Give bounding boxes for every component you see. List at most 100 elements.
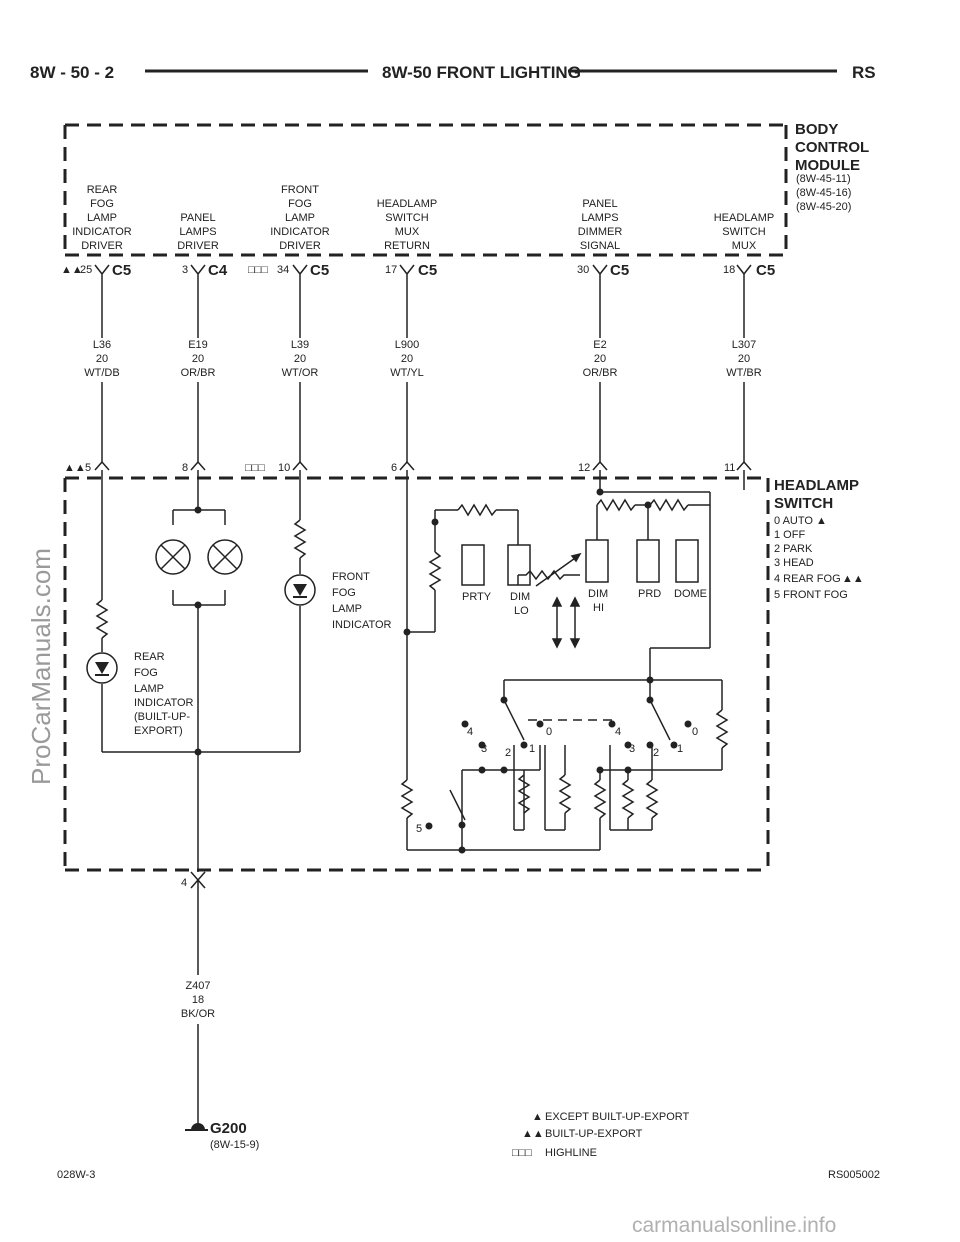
bcm-label-2-line-4: INDICATOR	[270, 226, 330, 238]
bcm-label-1-line-1: PANEL	[180, 212, 215, 224]
legend-sym-3: □□□	[512, 1147, 532, 1159]
ground-wire-gauge: 18	[192, 994, 204, 1006]
bcm-pin-5-connector: C5	[756, 262, 775, 279]
legend-text-1: EXCEPT BUILT-UP-EXPORT	[545, 1111, 690, 1123]
bcm-name-1: BODY	[795, 121, 838, 138]
switch-position-0: 0 AUTO	[774, 515, 813, 527]
wire-5-id: L307	[732, 339, 756, 351]
wire-3-id: L900	[395, 339, 419, 351]
wire-0-id: L36	[93, 339, 111, 351]
bcm-label-4-line-2: LAMPS	[581, 212, 618, 224]
footer-right: RS005002	[828, 1169, 880, 1181]
sw-pin-0-mark: ▲▲	[64, 462, 86, 474]
switch-position-1: 1 OFF	[774, 529, 805, 541]
bcm-label-1-line-3: DRIVER	[177, 240, 219, 252]
contact-2-left: 2	[505, 747, 511, 759]
switch-position-3: 3 HEAD	[774, 557, 814, 569]
switch-circuitry	[86, 478, 745, 865]
contact-4-right: 4	[615, 726, 621, 738]
watermark-bottom: carmanualsonline.info	[632, 1214, 836, 1237]
bcm-pin-30-symbol	[592, 264, 608, 282]
contact-2-right: 2	[653, 747, 659, 759]
bcm-box	[63, 123, 788, 257]
bcm-label-0-line-2: FOG	[90, 198, 114, 210]
rear-fog-label-5: (BUILT-UP-	[134, 711, 190, 723]
sw-pin-4-symbol-top	[190, 865, 206, 882]
sw-pin-4-symbol	[190, 878, 206, 975]
bcm-label-0-line-3: LAMP	[87, 212, 117, 224]
bcm-pin-0-connector: C5	[112, 262, 131, 279]
wire-4-gauge: 20	[594, 353, 606, 365]
element-dim-lo-2: LO	[514, 605, 529, 617]
rear-fog-label-3: LAMP	[134, 683, 164, 695]
wire-1-color: OR/BR	[181, 367, 216, 379]
header-title: 8W-50 FRONT LIGHTING	[382, 63, 581, 82]
footer-left: 028W-3	[57, 1169, 95, 1181]
header-code: RS	[852, 63, 876, 82]
element-prd: PRD	[638, 588, 661, 600]
legend-text-2: BUILT-UP-EXPORT	[545, 1128, 643, 1140]
bcm-pin-4-connector: C5	[610, 262, 629, 279]
wire-1-id: E19	[188, 339, 208, 351]
contact-4-left: 4	[467, 726, 473, 738]
rear-fog-label-1: REAR	[134, 651, 165, 663]
bcm-pin-2-number: 34	[277, 264, 289, 276]
header-page-number: 8W - 50 - 2	[30, 63, 114, 82]
rear-fog-label-6: EXPORT)	[134, 725, 183, 737]
bcm-label-2-line-3: LAMP	[285, 212, 315, 224]
wire-2-id: L39	[291, 339, 309, 351]
bcm-ref-1: (8W-45-11)	[796, 173, 851, 185]
contact-1-right: 1	[677, 743, 683, 755]
bcm-pin-25-symbol	[94, 264, 110, 282]
switch-position-0-mark: ▲	[816, 515, 827, 527]
element-dome: DOME	[674, 588, 707, 600]
wire-0-color: WT/DB	[84, 367, 119, 379]
switch-contact-numbers: 4 3 2 1 0 4 3 2 1 0 5	[416, 726, 698, 835]
bcm-label-4-line-1: PANEL	[582, 198, 617, 210]
bcm-pin-3-symbol	[190, 264, 206, 282]
bcm-pin-17-symbol	[399, 264, 415, 282]
bcm-label-3-line-4: RETURN	[384, 240, 430, 252]
contact-0-left: 0	[546, 726, 552, 738]
bcm-label-5-line-3: MUX	[732, 240, 757, 252]
front-fog-label-4: INDICATOR	[332, 619, 392, 631]
bcm-label-4-line-3: DIMMER	[578, 226, 623, 238]
legend-sym-2: ▲▲	[522, 1128, 544, 1140]
bcm-label-0-line-5: DRIVER	[81, 240, 123, 252]
front-fog-label-2: FOG	[332, 587, 356, 599]
legend-text-3: HIGHLINE	[545, 1147, 597, 1159]
bcm-name-3: MODULE	[795, 157, 860, 174]
bcm-label-2-line-5: DRIVER	[279, 240, 321, 252]
bcm-label-3-line-3: MUX	[395, 226, 420, 238]
bcm-pin-3-connector: C5	[418, 262, 437, 279]
ground-ref: (8W-15-9)	[210, 1139, 259, 1151]
bcm-pin-34-symbol	[292, 264, 308, 282]
element-dim-lo-1: DIM	[510, 591, 530, 603]
wire-4-color: OR/BR	[583, 367, 618, 379]
switch-nodes	[95, 488, 692, 854]
sw-pin-6-symbol	[399, 460, 415, 478]
wire-5-color: WT/BR	[726, 367, 761, 379]
bcm-label-2-line-2: FOG	[288, 198, 312, 210]
legend-sym-1: ▲	[532, 1111, 543, 1123]
ground-wire-id: Z407	[185, 980, 210, 992]
element-dim-hi-1: DIM	[588, 588, 608, 600]
switch-position-2: 2 PARK	[774, 543, 813, 555]
wire-4-id: E2	[593, 339, 606, 351]
front-fog-label-1: FRONT	[332, 571, 370, 583]
sw-pin-2-number: 10	[278, 462, 290, 474]
wire-2-color: WT/OR	[282, 367, 319, 379]
bcm-pin-18-symbol	[736, 264, 752, 282]
sw-pin-10-symbol	[292, 460, 308, 478]
element-dim-hi-2: HI	[593, 602, 604, 614]
contact-3-right: 3	[629, 743, 635, 755]
contact-0-right: 0	[692, 726, 698, 738]
sw-pin-12-symbol	[592, 460, 608, 478]
sw-pin-3-number: 6	[391, 462, 397, 474]
wire-5-gauge: 20	[738, 353, 750, 365]
bcm-label-1-line-2: LAMPS	[179, 226, 216, 238]
bcm-label-0-line-4: INDICATOR	[72, 226, 132, 238]
wire-2-gauge: 20	[294, 353, 306, 365]
ground-wire-color: BK/OR	[181, 1008, 215, 1020]
